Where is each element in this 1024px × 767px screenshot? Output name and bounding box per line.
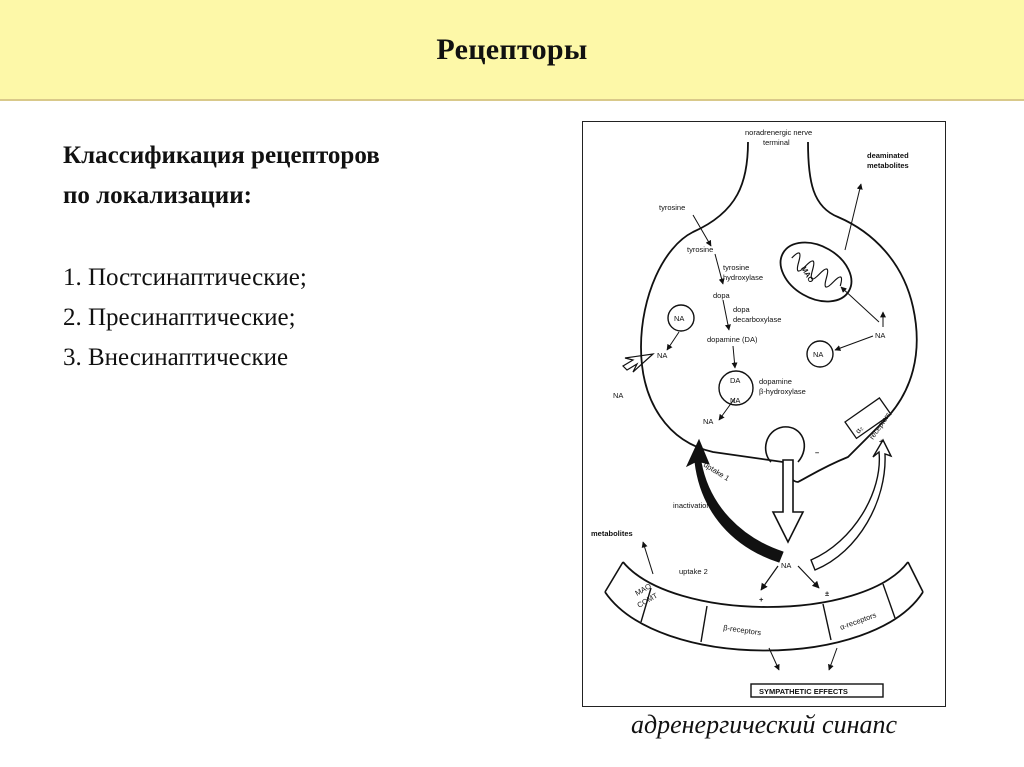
list-item-postsynaptic: 1. Постсинаптические; [63,264,307,291]
plus-beta-sign: + [759,595,764,604]
beta-receptors-label: β-receptors [723,623,762,637]
na-right-top-label: NA [875,331,885,340]
terminal-label: noradrenergic nerve [745,128,812,137]
vesicle-right [806,340,834,368]
dopamine-label: dopamine (DA) [707,335,758,344]
tyrosine-inside-label: tyrosine [687,245,713,254]
postsynaptic-membrane-outer [604,591,924,652]
dbh-label-1: dopamine [759,377,792,386]
release-arrow [771,459,805,544]
vesicle-left-na: NA [674,314,684,323]
slide-title: Рецепторы [436,32,588,66]
release-vesicle [764,426,806,463]
dopa-label: dopa [713,291,731,300]
list-item-presynaptic: 2. Пресинаптические; [63,304,296,331]
mitochondrion [779,241,853,303]
decarboxylase-label-2: decarboxylase [733,315,781,324]
terminal-outline [640,141,918,483]
synapse-diagram-svg: MAO α₂ receptors [591,128,924,698]
inactivation-label: inactivation [673,501,711,510]
title-bar: Рецепторы [0,0,1024,101]
na-release-left-label: NA [703,417,713,426]
hydroxylase-label-2: hydroxylase [723,273,763,282]
vesicle-center [718,370,754,406]
alpha2-receptor [844,397,892,440]
na-far-left-label: NA [613,391,623,400]
figure-caption: адренергический синапс [630,710,898,739]
classification-heading: Классификация рецепторов по локализации: [63,136,533,216]
uptake1-label: uptake 1 [702,460,731,483]
list-item-extrasynaptic: 3. Внесинаптические [63,344,289,371]
alpha-receptors-label: α-receptors [839,610,878,632]
uptake2-label: uptake 2 [679,567,708,576]
heading-line-1: Классификация рецепторов [63,142,380,169]
na-left-out-label: NA [657,351,667,360]
dbh-label-2: β-hydroxylase [759,387,806,396]
hydroxylase-label-1: tyrosine [723,263,749,272]
vesicle-da-label: DA [730,376,740,385]
sympathetic-effects-label: SYMPATHETIC EFFECTS [759,687,848,696]
decarboxylase-label-1: dopa [733,305,751,314]
plus-minus-sign: ± [825,589,829,598]
deaminated-metabolites-label: metabolites [867,161,909,170]
metabolites-label: metabolites [591,529,633,538]
heading-line-2: по локализации: [63,182,252,209]
na-cleft-label: NA [781,561,791,570]
tyrosine-outside-label: tyrosine [659,203,685,212]
vesicle-right-na: NA [813,350,823,359]
synapse-diagram: MAO α₂ receptors [582,121,946,707]
postsynaptic-membrane-inner [622,561,909,608]
uptake1-arrow [685,438,784,563]
effects-box [750,683,884,698]
vesicle-left [667,304,695,332]
plus-right-sign: + [879,437,884,446]
terminal-label-2: terminal [763,138,790,147]
receptor-list: 1. Постсинаптические; 2. Пресинаптически… [63,258,533,378]
alpha2-label: α₂ [853,424,865,435]
minus-sign: – [815,448,819,457]
vesicle-na-label: NA [730,396,740,405]
na-leak-arrow [622,353,655,373]
alpha2-feedback-arrow [810,438,893,571]
deaminated-label: deaminated [867,151,909,160]
